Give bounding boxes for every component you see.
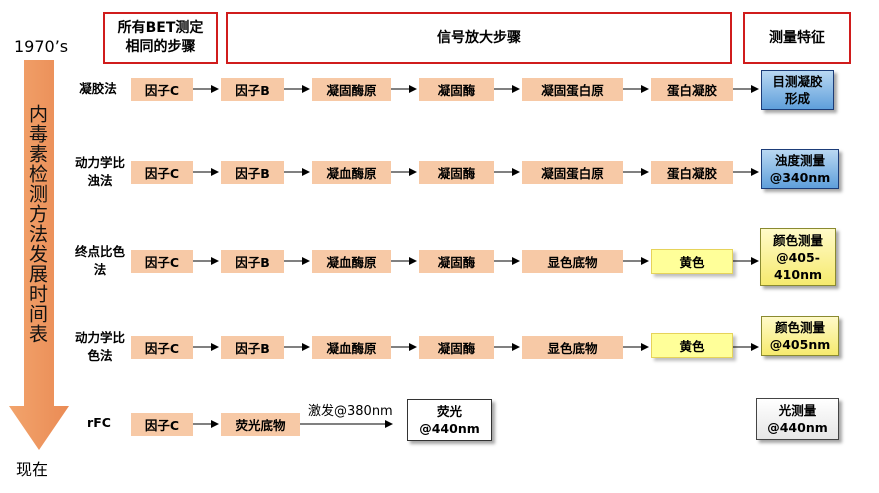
header-measurement-text: 测量特征 bbox=[769, 29, 825, 46]
step-fluorescence: 荧光@440nm bbox=[407, 399, 492, 441]
step-factor-c: 因子C bbox=[131, 336, 193, 359]
result-turbidity-text: 浊度测量@340nm bbox=[769, 153, 831, 185]
result-visual-gel: 目测凝胶形成 bbox=[761, 70, 834, 110]
row-label-kinetic-turbidimetric: 动力学比浊法 bbox=[74, 155, 125, 188]
result-turbidity: 浊度测量@340nm bbox=[761, 149, 839, 189]
step-yellow: 黄色 bbox=[651, 333, 733, 358]
header-amplification-text: 信号放大步骤 bbox=[437, 29, 521, 46]
step-clotting-enzyme: 凝固酶 bbox=[419, 336, 494, 359]
result-color-405-410: 颜色测量@405-410nm bbox=[760, 228, 836, 286]
header-amplification: 信号放大步骤 bbox=[226, 12, 732, 64]
timeline-start: 1970’s bbox=[14, 37, 69, 56]
step-coagulogen: 凝固蛋白原 bbox=[522, 161, 623, 184]
result-light: 光测量@440nm bbox=[756, 398, 839, 440]
step-factor-c: 因子C bbox=[131, 161, 193, 184]
step-factor-b: 因子B bbox=[221, 78, 284, 101]
result-light-text: 光测量@440nm bbox=[767, 403, 828, 435]
timeline-arrow bbox=[9, 60, 69, 450]
result-visual-gel-text: 目测凝胶形成 bbox=[772, 74, 823, 106]
step-factor-c: 因子C bbox=[131, 250, 193, 273]
step-factor-b: 因子B bbox=[221, 336, 284, 359]
result-color-405-410-text: 颜色测量@405-410nm bbox=[772, 232, 823, 282]
step-protein-gel: 蛋白凝胶 bbox=[651, 78, 733, 101]
step-fluorogenic-substrate: 荧光底物 bbox=[221, 413, 300, 436]
timeline-end: 现在 bbox=[16, 460, 49, 479]
step-clotting-enzyme: 凝固酶 bbox=[419, 78, 494, 101]
step-clotting-enzyme: 凝固酶 bbox=[419, 250, 494, 273]
header-common-steps-text: 所有BET测定相同的步骤 bbox=[117, 20, 204, 55]
step-chromogenic-substrate: 显色底物 bbox=[522, 250, 623, 273]
timeline-label: 内毒素检测方法发展时间表 bbox=[26, 104, 48, 344]
step-fluorescence-text: 荧光@440nm bbox=[419, 404, 480, 436]
step-coagulogen: 凝固蛋白原 bbox=[522, 78, 623, 101]
header-common-steps: 所有BET测定相同的步骤 bbox=[103, 12, 218, 64]
result-color-405-text: 颜色测量@405nm bbox=[769, 320, 831, 352]
step-proclotting: 凝固酶原 bbox=[312, 78, 391, 101]
row-label-rfc: rFC bbox=[87, 415, 111, 430]
step-factor-b: 因子B bbox=[221, 161, 284, 184]
step-prothrombin: 凝血酶原 bbox=[312, 161, 391, 184]
excitation-label: 激发@380nm bbox=[308, 404, 393, 419]
result-color-405: 颜色测量@405nm bbox=[761, 316, 839, 356]
step-clotting-enzyme: 凝固酶 bbox=[419, 161, 494, 184]
header-measurement: 测量特征 bbox=[743, 12, 851, 64]
step-factor-c: 因子C bbox=[131, 78, 193, 101]
step-factor-b: 因子B bbox=[221, 250, 284, 273]
step-prothrombin: 凝血酶原 bbox=[312, 250, 391, 273]
row-label-gel: 凝胶法 bbox=[79, 81, 117, 96]
row-label-endpoint-chromogenic: 终点比色法 bbox=[74, 244, 125, 277]
step-factor-c: 因子C bbox=[131, 413, 193, 436]
row-label-kinetic-chromogenic: 动力学比色法 bbox=[74, 330, 125, 363]
step-yellow: 黄色 bbox=[651, 249, 733, 274]
step-protein-gel: 蛋白凝胶 bbox=[651, 161, 733, 184]
step-prothrombin: 凝血酶原 bbox=[312, 336, 391, 359]
step-chromogenic-substrate: 显色底物 bbox=[522, 336, 623, 359]
